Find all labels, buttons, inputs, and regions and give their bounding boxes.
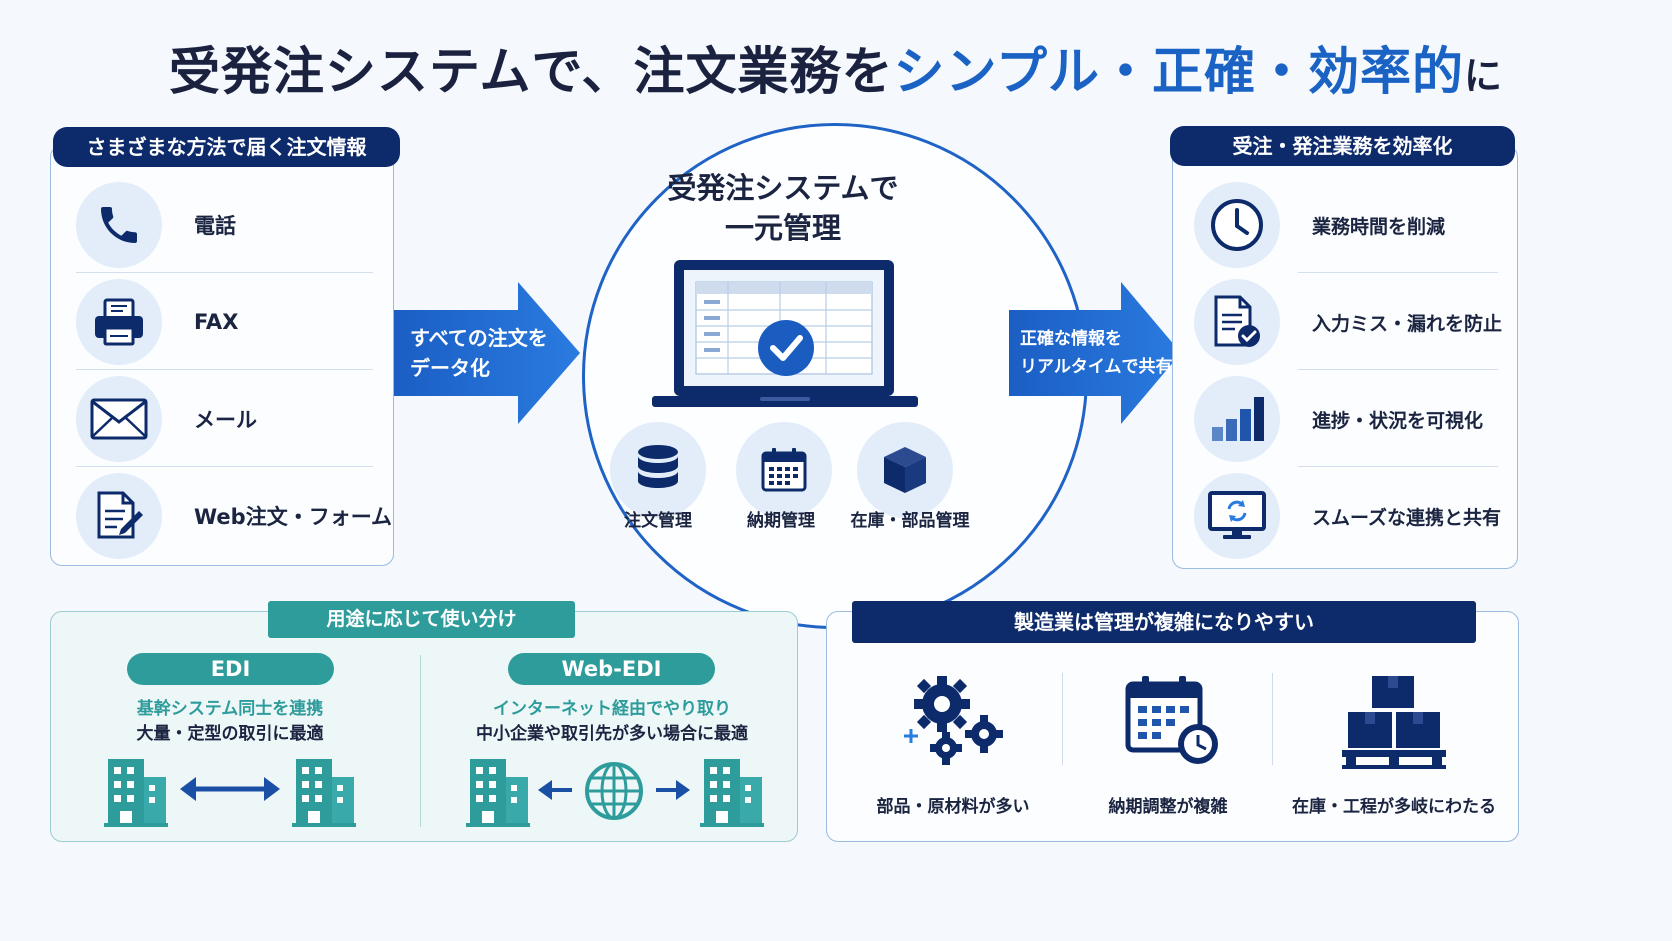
share-arrow [1009, 282, 1181, 424]
title-part2: に [1463, 54, 1503, 98]
building-icon [466, 759, 530, 827]
list-item-label: 進捗・状況を可視化 [1312, 409, 1484, 432]
webedi-description: インターネット経由でやり取り [493, 699, 731, 719]
document-check-icon [1194, 279, 1280, 365]
calendar-icon [736, 422, 832, 518]
list-item-label: FAX [194, 310, 239, 334]
laptop-icon [652, 260, 918, 407]
title-accent: シンプル・正確・効率的 [893, 43, 1464, 102]
divider [76, 369, 373, 370]
edi-description: 基幹システム同士を連携 [136, 699, 324, 719]
edi-badge: EDI [127, 653, 334, 685]
divider [76, 466, 373, 467]
usage-panel [50, 611, 798, 842]
digitize-arrow [394, 282, 580, 424]
mfg-divider [1062, 673, 1063, 765]
webedi-badge: Web-EDI [508, 653, 715, 685]
list-item-mail: メール [76, 369, 446, 469]
monitor-sync-icon [1194, 473, 1280, 559]
calendar-clock-icon [1125, 676, 1218, 764]
globe-icon [585, 762, 643, 820]
pallet-boxes-icon [1342, 676, 1446, 769]
database-icon [610, 422, 706, 518]
list-item-label: 電話 [194, 214, 236, 238]
list-item-label: Web注文・フォーム [194, 505, 393, 529]
divider [1298, 272, 1498, 273]
page-title: 受発注システムで、注文業務をシンプル・正確・効率的に [0, 30, 1672, 104]
divider [76, 272, 373, 273]
arrow-left-icon [538, 780, 572, 800]
list-item-label: メール [194, 408, 257, 432]
mfg-item-label: 部品・原材料が多い [876, 797, 1030, 817]
webedi-use-case: 中小企業や取引先が多い場合に最適 [476, 724, 748, 744]
arrow-right-icon [656, 780, 690, 800]
building-icon [292, 759, 356, 827]
module-label: 在庫・部品管理 [850, 511, 970, 531]
fax-icon [76, 279, 162, 365]
center-title: 受発注システムで 一元管理 [667, 171, 899, 245]
box-icon [857, 422, 953, 518]
building-icon [700, 759, 764, 827]
mail-icon [76, 376, 162, 462]
divider [1298, 466, 1498, 467]
manufacturing-heading: 製造業は管理が複雑になりやすい [852, 601, 1476, 643]
phone-icon [76, 182, 162, 268]
digitize-arrow-text: すべての注文を データ化 [410, 326, 548, 380]
module-label: 納期管理 [747, 511, 815, 531]
title-part1: 受発注システムで、注文業務を [169, 43, 894, 102]
share-arrow-text: 正確な情報を リアルタイムで共有 [1020, 329, 1173, 377]
mfg-item-label: 在庫・工程が多岐にわたる [1292, 797, 1496, 817]
list-item-visualize: 進捗・状況を可視化 [1194, 369, 1564, 469]
bar-chart-icon [1194, 376, 1280, 462]
double-arrow-icon [180, 777, 280, 801]
efficiency-heading: 受注・発注業務を効率化 [1170, 126, 1515, 166]
divider [1298, 369, 1498, 370]
list-item-label: 業務時間を削減 [1312, 215, 1446, 238]
building-icon [104, 759, 168, 827]
module-label: 注文管理 [624, 511, 692, 531]
list-item-collaboration: スムーズな連携と共有 [1194, 466, 1564, 566]
list-item-fax: FAX [76, 272, 446, 372]
list-item-label: 入力ミス・漏れを防止 [1312, 312, 1503, 335]
document-pen-icon [76, 473, 162, 559]
list-item-label: スムーズな連携と共有 [1312, 506, 1502, 529]
list-item-phone: 電話 [76, 175, 446, 275]
usage-heading: 用途に応じて使い分け [268, 601, 575, 638]
mfg-divider [1272, 673, 1273, 765]
gears-icon [904, 676, 1003, 765]
list-item-web-form: Web注文・フォーム [76, 466, 446, 566]
list-item-reduce-time: 業務時間を削減 [1194, 175, 1564, 275]
order-sources-heading: さまざまな方法で届く注文情報 [53, 127, 400, 167]
usage-divider [420, 655, 421, 827]
mfg-item-label: 納期調整が複雑 [1108, 797, 1228, 817]
clock-icon [1194, 182, 1280, 268]
edi-use-case: 大量・定型の取引に最適 [136, 724, 324, 744]
list-item-prevent-errors: 入力ミス・漏れを防止 [1194, 272, 1564, 372]
